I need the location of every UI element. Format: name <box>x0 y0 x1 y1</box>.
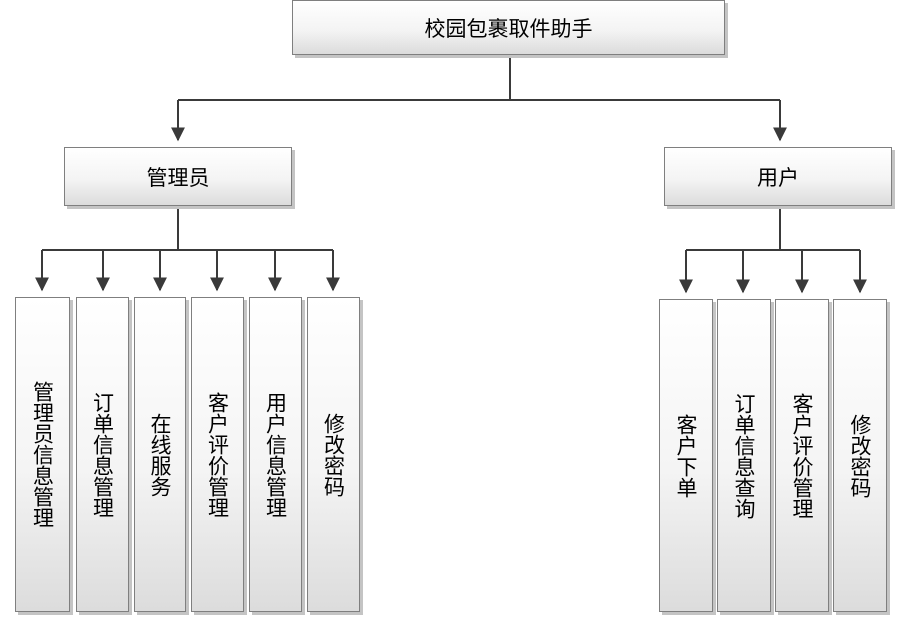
admin-child-node: 在线服务 <box>134 297 186 612</box>
user-child-label: 客户评价管理 <box>790 392 814 519</box>
admin-child-label: 修改密码 <box>321 412 346 497</box>
admin-child-label: 客户评价管理 <box>205 391 230 518</box>
root-node: 校园包裹取件助手 <box>292 0 725 55</box>
admin-child-label: 在线服务 <box>148 412 172 497</box>
admin-child-node: 管理员信息管理 <box>15 297 70 612</box>
user-node-label: 用户 <box>757 165 799 190</box>
admin-child-node: 修改密码 <box>307 297 360 612</box>
admin-child-label: 管理员信息管理 <box>30 381 55 528</box>
admin-child-label: 订单信息管理 <box>90 391 115 518</box>
root-node-label: 校园包裹取件助手 <box>424 16 593 41</box>
user-child-node: 修改密码 <box>833 299 887 612</box>
user-child-label: 修改密码 <box>848 413 872 498</box>
user-child-node: 客户下单 <box>659 299 713 612</box>
user-child-node: 订单信息查询 <box>717 299 771 612</box>
admin-child-node: 订单信息管理 <box>76 297 129 612</box>
user-child-label: 订单信息查询 <box>732 392 756 519</box>
admin-child-label: 用户信息管理 <box>263 391 288 518</box>
user-child-node: 客户评价管理 <box>775 299 829 612</box>
admin-node: 管理员 <box>64 147 292 206</box>
admin-node-label: 管理员 <box>146 165 210 190</box>
user-node: 用户 <box>664 147 892 206</box>
admin-child-node: 用户信息管理 <box>249 297 302 612</box>
admin-child-node: 客户评价管理 <box>191 297 244 612</box>
user-child-label: 客户下单 <box>674 413 698 498</box>
